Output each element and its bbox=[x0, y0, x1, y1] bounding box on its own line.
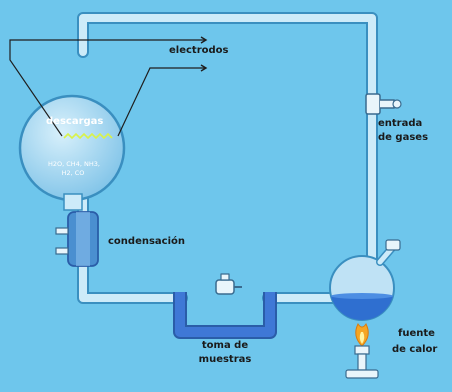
flask-stopper-icon bbox=[385, 239, 401, 251]
bunsen-burner-icon bbox=[345, 323, 379, 379]
gases-line-1: H2O, CH4, NH3, bbox=[48, 160, 100, 168]
condensation-label: condensación bbox=[108, 236, 186, 247]
discharges-label: descargas bbox=[46, 116, 104, 127]
electrode-wires bbox=[9, 36, 208, 137]
circulation-tube bbox=[77, 12, 378, 304]
gases-line-2: H2, CO bbox=[61, 169, 85, 177]
electrodes-label: electrodos bbox=[169, 45, 229, 56]
gas-inlet-label-line-1: entrada bbox=[378, 118, 423, 129]
sampling-label-line-2: muestras bbox=[198, 354, 252, 365]
gas-inlet-valve-icon bbox=[365, 93, 402, 115]
condenser-outlet-icon bbox=[55, 247, 69, 255]
spark-zigzag bbox=[63, 132, 113, 140]
boiling-flask bbox=[329, 239, 401, 321]
heat-source-label-line-2: de calor bbox=[392, 344, 438, 355]
condenser-inlet-icon bbox=[55, 227, 69, 235]
heat-source-label-line-1: fuente bbox=[398, 328, 435, 339]
gas-inlet-label-line-2: de gases bbox=[378, 132, 429, 143]
sampling-trap bbox=[173, 273, 277, 339]
discharge-chamber bbox=[18, 94, 126, 211]
sampling-label-line-1: toma de bbox=[201, 340, 249, 351]
condenser bbox=[55, 211, 99, 267]
stopcock-icon bbox=[215, 279, 235, 295]
